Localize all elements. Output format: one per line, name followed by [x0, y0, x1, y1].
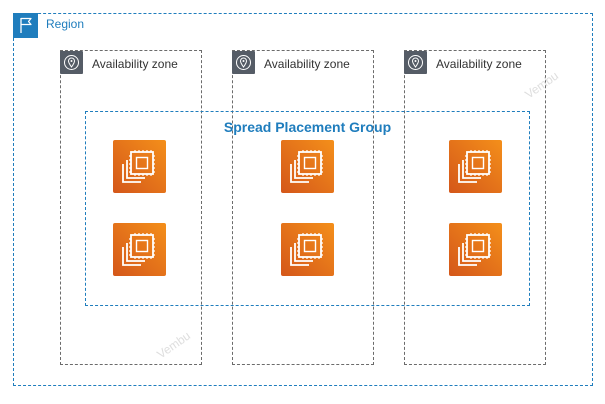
ec2-instance-icon	[113, 223, 166, 276]
region-group	[13, 13, 593, 386]
availability-zone-2	[232, 50, 374, 365]
ec2-instance-icon	[449, 140, 502, 193]
location-pin-icon	[404, 51, 427, 74]
location-pin-icon	[60, 51, 83, 74]
flag-icon	[13, 13, 38, 38]
availability-zone-1	[60, 50, 202, 365]
availability-zone-label: Availability zone	[92, 57, 178, 71]
availability-zone-label: Availability zone	[264, 57, 350, 71]
ec2-instance-icon	[281, 223, 334, 276]
ec2-instance-icon	[113, 140, 166, 193]
ec2-instance-icon	[281, 140, 334, 193]
spread-placement-group	[85, 111, 530, 306]
placement-group-label: Spread Placement Group	[223, 119, 392, 135]
availability-zone-3	[404, 50, 546, 365]
location-pin-icon	[232, 51, 255, 74]
availability-zone-label: Availability zone	[436, 57, 522, 71]
region-label: Region	[46, 17, 85, 31]
ec2-instance-icon	[449, 223, 502, 276]
